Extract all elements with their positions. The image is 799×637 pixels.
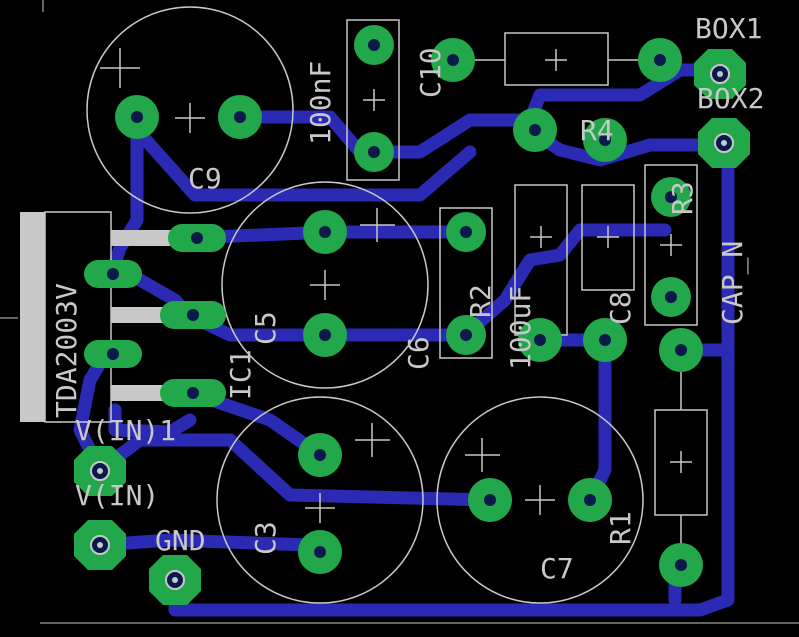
silk-labels: BOX1 BOX2 C10 100nF R4 R3 CAP_N C9 TDA20… [50,12,764,585]
pads [74,25,750,605]
label-vin1: V(IN)1 [75,414,176,447]
label-ic1: IC1 [224,349,257,400]
c7-outline [436,396,644,604]
trace-ic-bottom [108,403,197,439]
label-c10: C10 [414,47,447,98]
label-r1: R1 [604,511,637,545]
label-box2: BOX2 [697,82,764,115]
label-c5: C5 [249,311,282,345]
trace-c9-r-top [130,123,477,202]
c5-outline [221,181,429,389]
trace-r2-c8 [458,223,672,342]
c8-outline [581,184,635,291]
tda-heatsink [20,212,45,422]
label-c3: C3 [249,521,282,555]
r3-outline [644,164,698,326]
label-c8: C8 [604,291,637,325]
trace-c9-c10 [233,63,727,159]
c3-outline [216,396,424,604]
label-gnd: GND [155,524,206,557]
silkscreen [20,6,708,604]
label-tda: TDA2003V [50,283,83,418]
label-vin: V(IN) [75,479,159,512]
c9-outline [86,6,294,214]
label-box1: BOX1 [695,12,762,45]
top-resistor-outline [504,32,609,86]
label-c9: C9 [188,162,222,195]
label-c8-value: 100uF [504,286,537,370]
label-cap-n: CAP_N [716,241,750,325]
label-c6: C6 [402,336,435,370]
r2-outline [439,207,493,359]
trace-vin-c7 [93,433,497,507]
label-r3: R3 [666,181,699,215]
label-c7: C7 [540,552,574,585]
label-r4: R4 [580,114,614,147]
c10-outline [346,19,400,181]
board-outline [0,0,799,624]
label-r2: R2 [464,284,497,318]
label-c10-value: 100nF [304,61,337,145]
